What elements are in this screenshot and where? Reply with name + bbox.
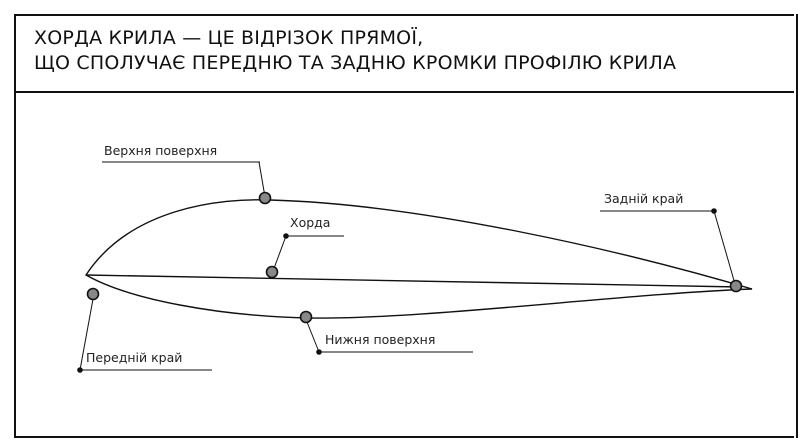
chord-label: Хорда — [290, 215, 330, 230]
lower-surface-label: Нижня поверхня — [325, 332, 435, 347]
title-line-1: ХОРДА КРИЛА — ЦЕ ВІДРІЗОК ПРЯМОЇ, — [34, 27, 424, 49]
trailing-edge-marker — [729, 279, 743, 293]
trailing-edge-label: Задній край — [604, 191, 683, 206]
leading-edge-leader — [79, 298, 94, 371]
lower-surface-anchor-dot — [316, 349, 322, 355]
diagram-title: ХОРДА КРИЛА — ЦЕ ВІДРІЗОК ПРЯМОЇ, ЩО СПО… — [34, 26, 676, 76]
trailing-edge-anchor-dot — [711, 208, 717, 214]
upper-surface-leader — [258, 161, 266, 198]
callout-trailing-edge: Задній край — [600, 191, 743, 293]
callout-upper-surface: Верхня поверхня — [102, 143, 272, 205]
chord-anchor-dot — [283, 233, 289, 239]
leading-edge-label: Передній край — [86, 350, 182, 365]
upper-surface-marker — [258, 191, 272, 205]
airfoil-outline — [85, 199, 753, 319]
upper-surface-label: Верхня поверхня — [104, 143, 217, 158]
lower-surface-leader — [306, 321, 320, 353]
callout-leading-edge: Передній край — [77, 287, 212, 373]
lower-surface-marker — [299, 310, 313, 324]
chord-marker — [265, 265, 279, 279]
title-band: ХОРДА КРИЛА — ЦЕ ВІДРІЗОК ПРЯМОЇ, ЩО СПО… — [16, 16, 794, 93]
title-line-2: ЩО СПОЛУЧАЄ ПЕРЕДНЮ ТА ЗАДНЮ КРОМКИ ПРОФ… — [34, 52, 677, 74]
chord-line — [85, 274, 741, 288]
trailing-edge-leader — [713, 210, 736, 285]
diagram-frame: ХОРДА КРИЛА — ЦЕ ВІДРІЗОК ПРЯМОЇ, ЩО СПО… — [14, 14, 794, 438]
callout-chord: Хорда — [265, 215, 344, 279]
chord-leader — [272, 235, 287, 272]
callout-lower-surface: Нижня поверхня — [299, 310, 473, 355]
leading-edge-anchor-dot — [77, 367, 83, 373]
frame-right-edge — [796, 14, 798, 438]
leading-edge-marker — [86, 287, 100, 301]
